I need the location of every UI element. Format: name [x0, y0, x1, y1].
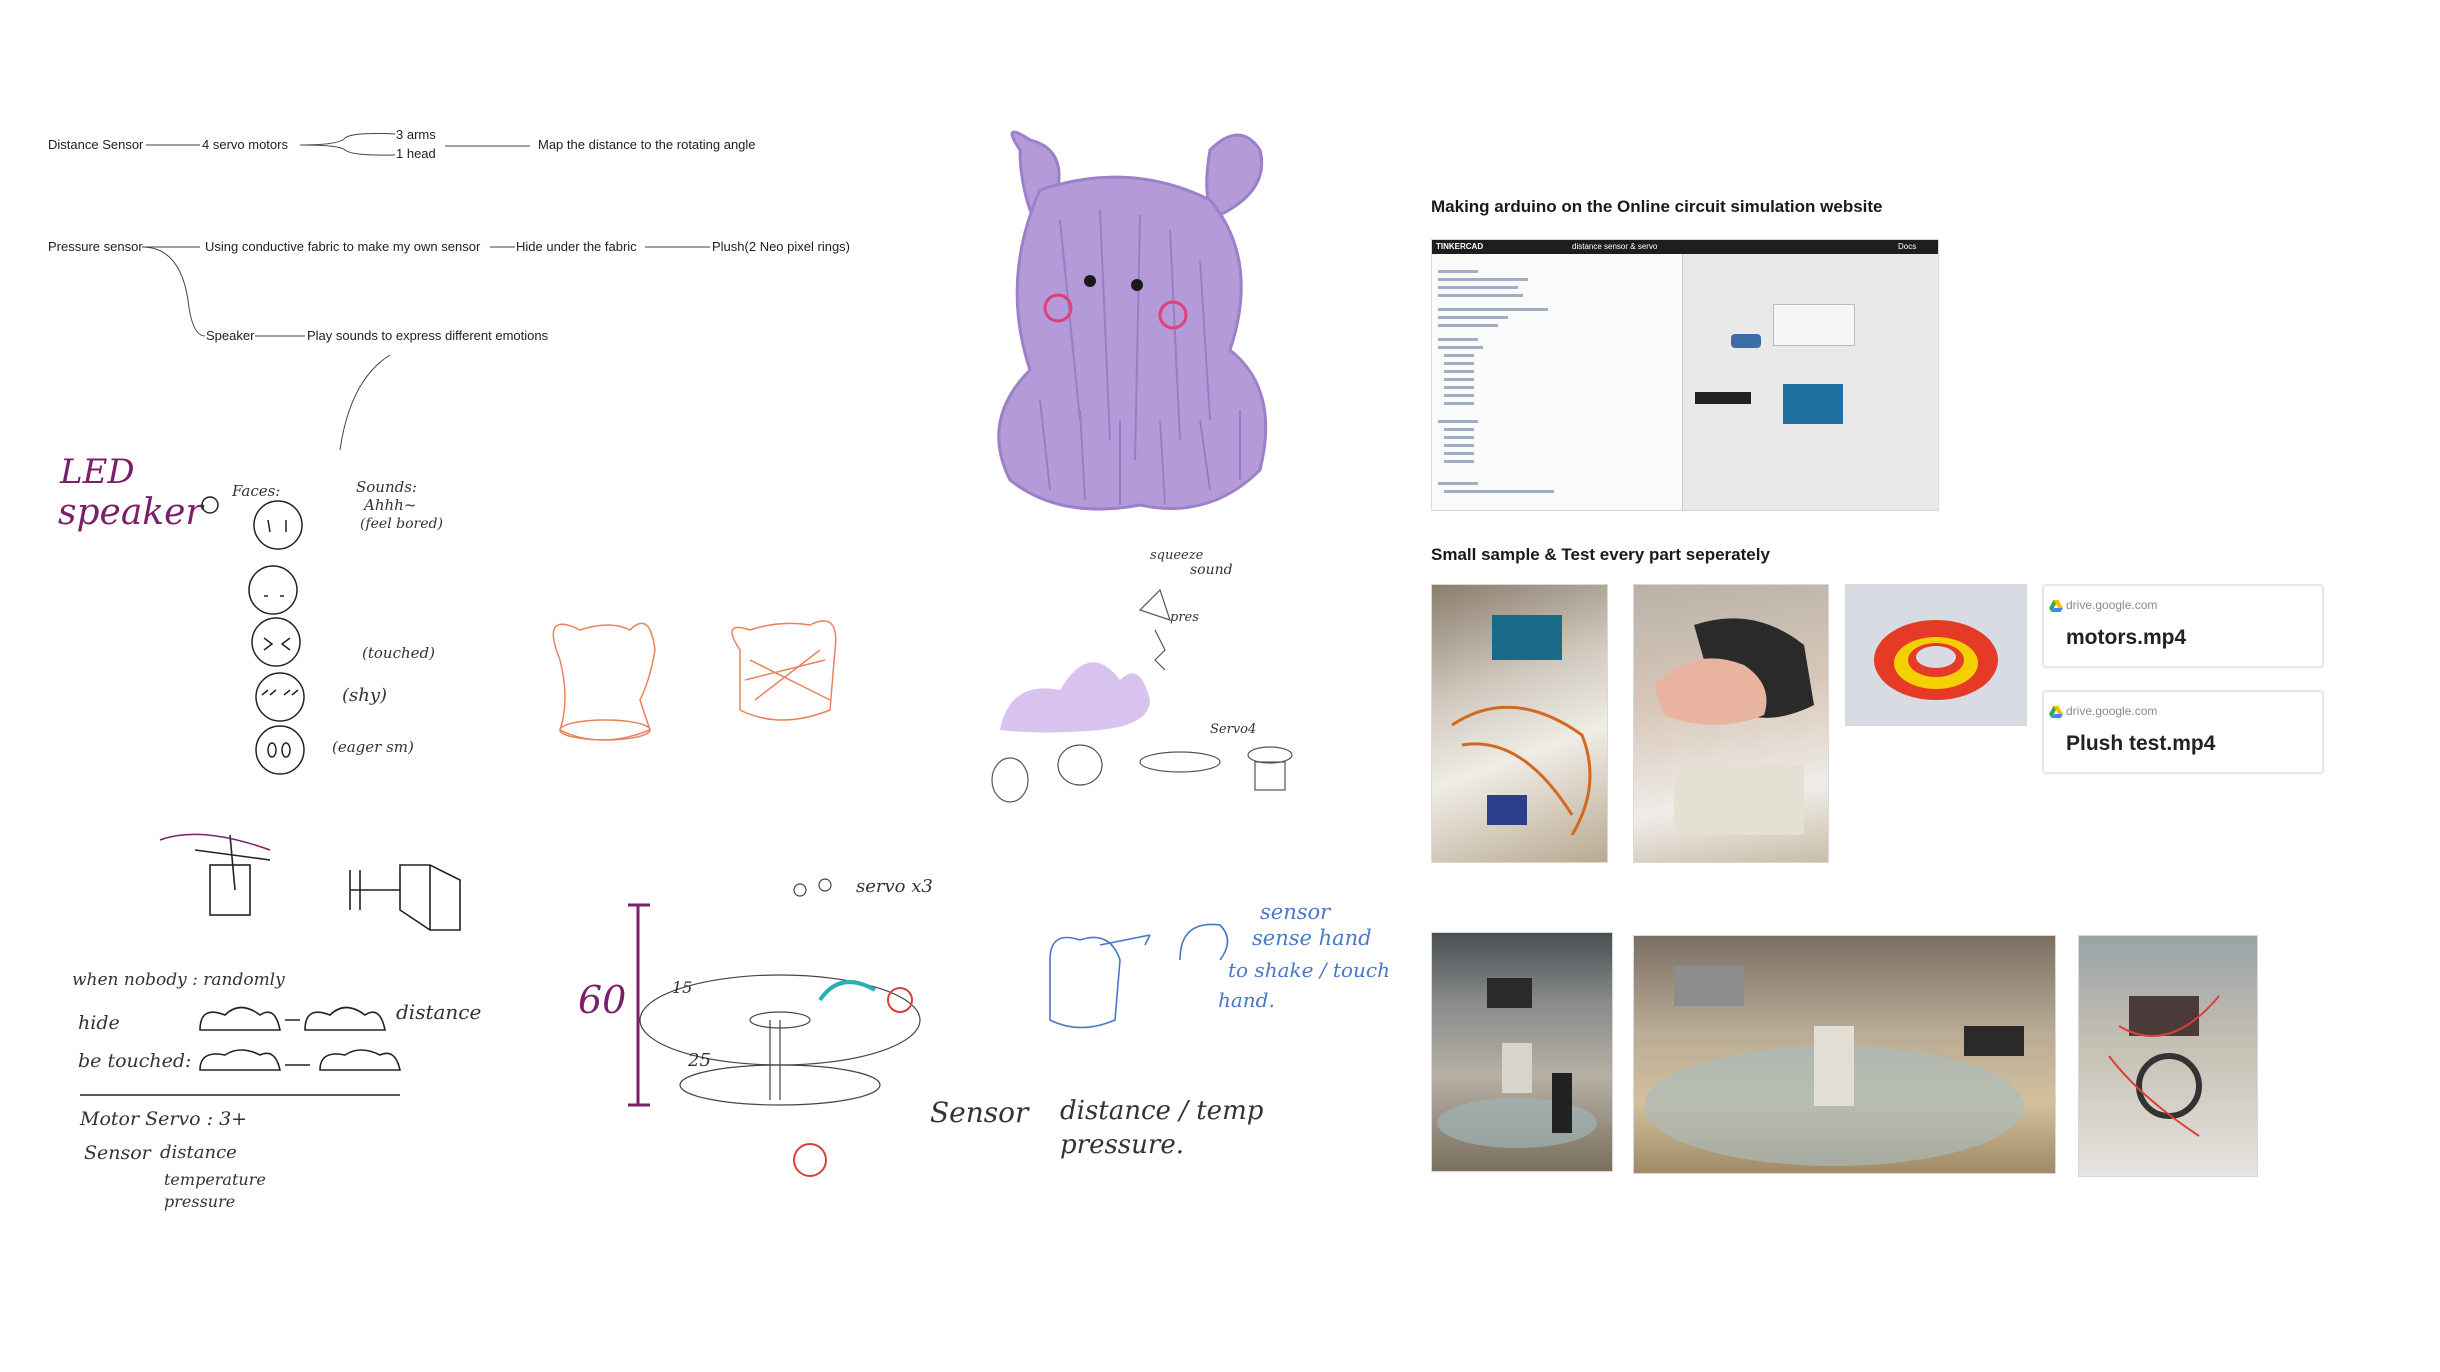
sketch-sensor-2: Sensor	[930, 1096, 1029, 1129]
mindmap-conductive-fabric: Using conductive fabric to make my own s…	[205, 239, 481, 254]
photo-detail	[2108, 995, 2220, 1137]
google-drive-icon	[2049, 706, 2063, 718]
file-source: drive.google.com	[2066, 598, 2158, 612]
servo-mechanism-sketch	[628, 878, 921, 1177]
file-name[interactable]: Plush test.mp4	[2066, 732, 2216, 755]
photo-detail	[1437, 978, 1597, 1148]
mindmap-play-sounds: Play sounds to express different emotion…	[307, 328, 549, 343]
ultrasonic-sensor	[1731, 334, 1761, 348]
hide-touched-shapes	[80, 1006, 402, 1096]
photo-arduino-servo[interactable]	[1431, 584, 1608, 863]
sketch-servo-x3: servo x3	[856, 876, 933, 897]
file-name[interactable]: motors.mp4	[2066, 626, 2187, 649]
sketch-sensor: Sensor	[84, 1142, 151, 1164]
sketch-led-label: LED	[60, 452, 135, 492]
photo-3d-ring-model[interactable]	[1845, 584, 2027, 726]
mindmap-map-distance: Map the distance to the rotating angle	[538, 137, 756, 152]
sketch-sounds-label: Sounds:	[356, 478, 417, 496]
sketch-sound: sound	[1190, 562, 1233, 578]
sketch-sensor-blue: sensor	[1260, 900, 1331, 924]
sketch-distance: distance	[396, 1000, 482, 1024]
sketch-servo4: Servo4	[1210, 722, 1257, 737]
tinkercad-doc-title: distance sensor & servo	[1572, 242, 1658, 251]
sketch-sense-hand: sense hand	[1252, 926, 1372, 950]
sketch-motor-servo: Motor Servo : 3+	[80, 1108, 248, 1130]
mindmap-pressure-sensor: Pressure sensor	[48, 239, 143, 254]
arduino-board	[1783, 384, 1843, 424]
tinkercad-circuit-panel	[1683, 254, 1938, 510]
sketch-press: pres	[1170, 610, 1199, 625]
breadboard	[1773, 304, 1855, 346]
sketch-eager: (eager sm)	[332, 738, 414, 756]
tinkercad-docs-link[interactable]: Docs	[1898, 242, 1917, 251]
sketch-distance-temp: distance / temp	[1060, 1096, 1264, 1126]
sketch-feel-bored: (feel bored)	[360, 516, 443, 532]
sketch-speaker-label: speaker	[58, 492, 203, 533]
tinkercad-topbar: TINKERCAD distance sensor & servo Docs	[1432, 240, 1938, 254]
blob-servo-sketch	[991, 588, 1293, 803]
sketch-sensor-temperature: temperature	[164, 1170, 266, 1189]
sketch-twenty-five: 25	[688, 1050, 711, 1071]
mindmap-arms: 3 arms	[396, 127, 436, 142]
sketch-ahhh: Ahhh~	[364, 496, 417, 514]
plush-character-drawing	[997, 130, 1268, 511]
mechanism-sketches	[159, 833, 461, 931]
sketch-touched: (touched)	[362, 644, 435, 662]
mindmap-servo-motors: 4 servo motors	[202, 137, 288, 152]
sketch-squeeze: squeeze	[1150, 548, 1204, 563]
sketch-fifteen: 15	[672, 978, 693, 997]
mindmap-speaker: Speaker	[206, 328, 255, 343]
file-card-motors[interactable]: drive.google.com motors.mp4	[2042, 584, 2324, 668]
mindmap-head: 1 head	[396, 146, 436, 161]
sketch-shy: (shy)	[342, 685, 388, 706]
tinkercad-code-panel	[1432, 254, 1683, 510]
sketch-pressure-2: pressure.	[1060, 1130, 1184, 1160]
photo-detail	[1644, 966, 2024, 1166]
mindmap-distance-sensor: Distance Sensor	[48, 137, 144, 152]
photo-detail	[1654, 618, 1814, 835]
blue-sensor-sketch	[1049, 923, 1229, 1029]
tinkercad-logo: TINKERCAD	[1436, 242, 1484, 251]
mindmap-plush: Plush(2 Neo pixel rings)	[712, 239, 851, 254]
sketch-hand: hand.	[1218, 988, 1275, 1012]
photo-acrylic-dome-1[interactable]	[1431, 932, 1613, 1172]
photo-hand-fabric[interactable]	[1633, 584, 1829, 863]
orange-plush-sketches	[552, 620, 837, 741]
arduino-section-title: Making arduino on the Online circuit sim…	[1431, 197, 1883, 216]
sketch-sensor-distance: distance	[160, 1142, 237, 1163]
photo-acrylic-dome-2[interactable]	[1633, 935, 2056, 1174]
code-lines	[1438, 270, 1554, 493]
tinkercad-screenshot[interactable]: TINKERCAD distance sensor & servo Docs	[1431, 239, 1939, 511]
sketch-be-touched: be touched:	[78, 1050, 192, 1072]
google-drive-icon	[2049, 600, 2063, 612]
file-source: drive.google.com	[2066, 704, 2158, 718]
sketch-faces-label: Faces:	[232, 482, 281, 500]
sketch-hide: hide	[78, 1012, 120, 1034]
mindmap-connectors	[141, 133, 710, 451]
photo-detail	[1451, 615, 1592, 836]
ring-model	[1874, 620, 1998, 700]
sketch-sensor-pressure: pressure	[164, 1192, 236, 1211]
photo-neopixel-ring[interactable]	[2078, 935, 2258, 1177]
sketch-to-shake: to shake / touch	[1228, 958, 1390, 982]
sample-section-title: Small sample & Test every part seperatel…	[1431, 545, 1770, 564]
lcd-display	[1695, 392, 1751, 404]
sketch-sixty: 60	[578, 978, 627, 1022]
mindmap-hide-under: Hide under the fabric	[516, 239, 637, 254]
file-card-plush-test[interactable]: drive.google.com Plush test.mp4	[2042, 690, 2324, 774]
sketch-when-nobody: when nobody : randomly	[72, 970, 285, 990]
faces-column-drawing	[201, 496, 305, 775]
